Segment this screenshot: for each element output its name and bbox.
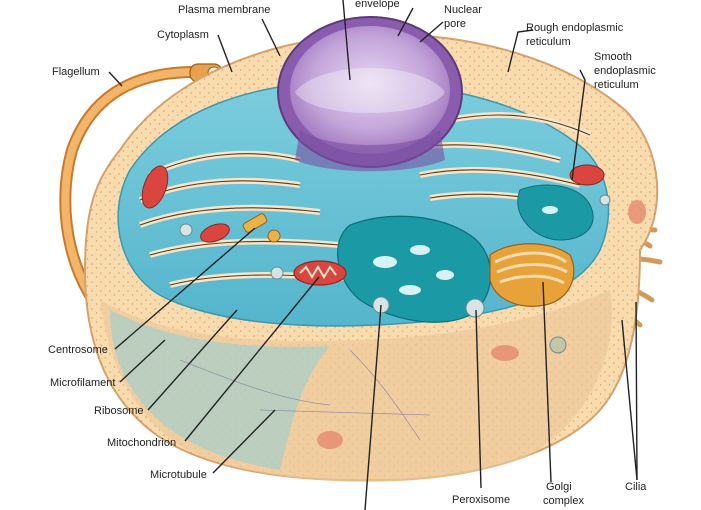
label-smooth-er-line1: Smooth — [594, 51, 632, 63]
label-plasma-membrane: Plasma membrane — [178, 4, 270, 16]
label-smooth-er-line2: endoplasmic — [594, 65, 656, 77]
label-golgi-line2: complex — [543, 495, 584, 507]
label-microfilament: Microfilament — [50, 377, 115, 389]
label-nuclear-envelope: envelope — [355, 0, 400, 10]
label-cilia: Cilia — [625, 481, 647, 493]
microtubules — [179, 349, 431, 441]
label-smooth-er-line3: reticulum — [594, 79, 639, 91]
mitochondria — [141, 164, 646, 449]
label-rough-er-line2: reticulum — [526, 36, 571, 48]
label-golgi-line1: Golgi — [546, 481, 572, 493]
label-nuclear-pore-line2: pore — [444, 18, 466, 30]
golgi-complex — [489, 243, 575, 307]
label-nuclear-pore-line1: Nuclear — [444, 4, 482, 16]
nucleus — [277, 16, 463, 172]
label-mitochondrion: Mitochondrion — [107, 437, 176, 449]
centrosome — [242, 213, 281, 243]
cell-lower-blue — [110, 310, 330, 470]
label-flagellum: Flagellum — [52, 66, 100, 78]
label-rough-er-line1: Rough endoplasmic — [526, 22, 624, 34]
leader-lines — [108, 0, 638, 510]
diagram-labels: Plasma membrane envelope Nuclear pore Ro… — [48, 0, 656, 507]
label-centrosome: Centrosome — [48, 344, 108, 356]
label-microtubule: Microtubule — [150, 469, 207, 481]
peroxisomes — [179, 194, 611, 354]
label-cytoplasm: Cytoplasm — [157, 29, 209, 41]
label-ribosome: Ribosome — [94, 405, 144, 417]
label-peroxisome: Peroxisome — [452, 494, 510, 506]
smooth-endoplasmic-reticulum — [337, 184, 594, 323]
